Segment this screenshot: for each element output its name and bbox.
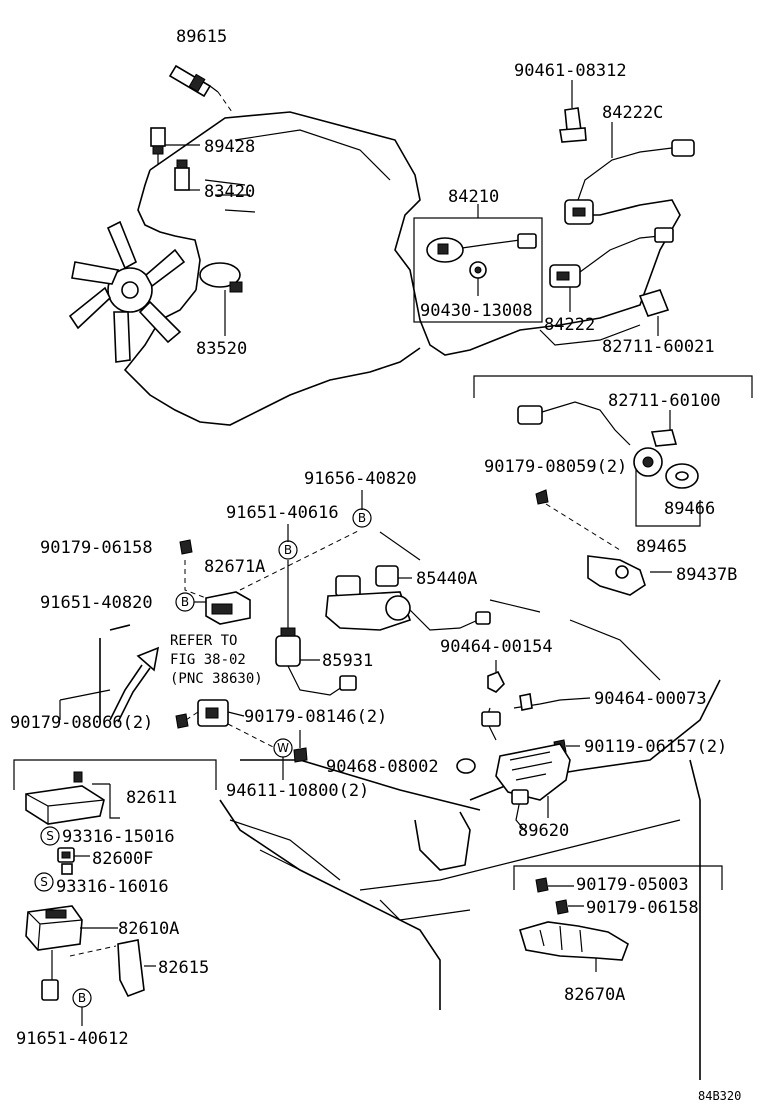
- label-82600f: 82600F: [92, 849, 153, 869]
- label-89437b: 89437B: [676, 565, 737, 585]
- mark-b-1: B: [352, 508, 372, 528]
- fan-icon: [68, 220, 186, 363]
- label-93316-16016: 93316-16016: [56, 877, 169, 897]
- label-90179-06158-a: 90179-06158: [40, 538, 153, 558]
- actuator-85440a-icon: [325, 565, 491, 631]
- refer-line-1: REFER TO: [170, 633, 237, 649]
- grommet-icon: [456, 758, 476, 774]
- label-90468-08002: 90468-08002: [326, 757, 439, 777]
- label-84210: 84210: [448, 187, 499, 207]
- relay-82671a-icon: [205, 591, 251, 625]
- label-83520: 83520: [196, 339, 247, 359]
- nut-90179-08066-icon: [175, 713, 189, 729]
- vehicle-outline: [59, 599, 721, 1080]
- label-94611-10800: 94611-10800(2): [226, 781, 369, 801]
- refer-line-2: FIG 38-02: [170, 652, 246, 668]
- label-93316-15016: 93316-15016: [62, 827, 175, 847]
- switch-84222c-icon: [564, 122, 695, 225]
- label-85440a: 85440A: [416, 569, 477, 589]
- label-82610a: 82610A: [118, 919, 179, 939]
- figure-code: 84B320: [698, 1089, 741, 1103]
- clamp-90461-icon: [559, 80, 587, 143]
- label-89428: 89428: [204, 137, 255, 157]
- mark-b-4: B: [72, 988, 92, 1008]
- label-82671a: 82671A: [204, 557, 265, 577]
- label-84222: 84222: [544, 315, 595, 335]
- bracket-82615-icon: [117, 939, 156, 998]
- label-82611: 82611: [126, 788, 177, 808]
- label-90119-06157: 90119-06157(2): [584, 737, 727, 757]
- leader-dash: [185, 711, 276, 749]
- label-89466: 89466: [664, 499, 715, 519]
- label-91651-40612: 91651-40612: [16, 1029, 129, 1049]
- refer-line-3: (PNC 38630): [170, 671, 263, 687]
- sensor-83420-icon: [174, 159, 200, 191]
- label-90179-08146: 90179-08146(2): [244, 707, 387, 727]
- clip-82711-60021-icon: [638, 289, 670, 336]
- nut-icon: [535, 489, 549, 505]
- switch-84222-icon: [549, 227, 674, 312]
- sensor-89615-icon: [168, 64, 233, 113]
- arrow-icon: [109, 646, 160, 723]
- box-82711-60100: [473, 375, 753, 527]
- clip-90464-00154-icon: [487, 660, 505, 693]
- label-90464-00154: 90464-00154: [440, 637, 553, 657]
- label-90179-05003: 90179-05003: [576, 875, 689, 895]
- label-82711-60021: 82711-60021: [602, 337, 715, 357]
- nut-90179-08146-icon: [293, 747, 308, 763]
- box-82670a: [513, 865, 723, 972]
- sensor-82611-icon: [25, 771, 105, 825]
- box-84210: [413, 204, 543, 323]
- solenoid-icon: [197, 699, 245, 727]
- label-90461-08312: 90461-08312: [514, 61, 627, 81]
- svg-text:B: B: [181, 595, 189, 609]
- label-90179-06158-b: 90179-06158: [586, 898, 699, 918]
- leader-dash: [184, 560, 207, 599]
- svg-text:B: B: [358, 511, 366, 525]
- svg-text:B: B: [284, 543, 292, 557]
- mark-s-1: S: [40, 826, 60, 846]
- label-82670a: 82670A: [564, 985, 625, 1005]
- label-84222c: 84222C: [602, 103, 663, 123]
- module-82610a-icon: [25, 905, 118, 1001]
- bracket-89437b-icon: [587, 555, 646, 596]
- label-90179-08066: 90179-08066(2): [10, 713, 153, 733]
- module-89620-icon: [481, 707, 571, 833]
- switch-83520-icon: [199, 262, 243, 336]
- sensor-89428-icon: [150, 127, 200, 164]
- label-85931: 85931: [322, 651, 373, 671]
- sensor-82600f-icon: [57, 847, 90, 875]
- label-90430-13008: 90430-13008: [420, 301, 533, 321]
- label-91651-40616: 91651-40616: [226, 503, 339, 523]
- svg-text:S: S: [46, 829, 54, 843]
- leader-dash: [69, 945, 117, 957]
- mark-s-2: S: [34, 872, 54, 892]
- nut-90179-06158-icon: [179, 539, 193, 555]
- label-90464-00073: 90464-00073: [594, 689, 707, 709]
- clip-90464-00073-icon: [513, 693, 591, 711]
- mark-b-3: B: [175, 592, 195, 612]
- label-89620: 89620: [518, 821, 569, 841]
- label-90179-08059: 90179-08059(2): [484, 457, 627, 477]
- label-82615: 82615: [158, 958, 209, 978]
- label-91656-40820: 91656-40820: [304, 469, 417, 489]
- mark-w: W: [273, 738, 293, 758]
- svg-text:B: B: [78, 991, 86, 1005]
- label-91651-40820: 91651-40820: [40, 593, 153, 613]
- mark-b-2: B: [278, 540, 298, 560]
- leader-dash: [545, 503, 621, 551]
- label-82711-60100: 82711-60100: [608, 391, 721, 411]
- svg-text:W: W: [277, 741, 289, 755]
- leader-dash: [239, 529, 361, 591]
- label-89615: 89615: [176, 27, 227, 47]
- label-83420: 83420: [204, 182, 255, 202]
- label-89465: 89465: [636, 537, 687, 557]
- valve-85931-icon: [275, 627, 357, 696]
- box-airbag: [13, 759, 217, 819]
- svg-text:S: S: [40, 875, 48, 889]
